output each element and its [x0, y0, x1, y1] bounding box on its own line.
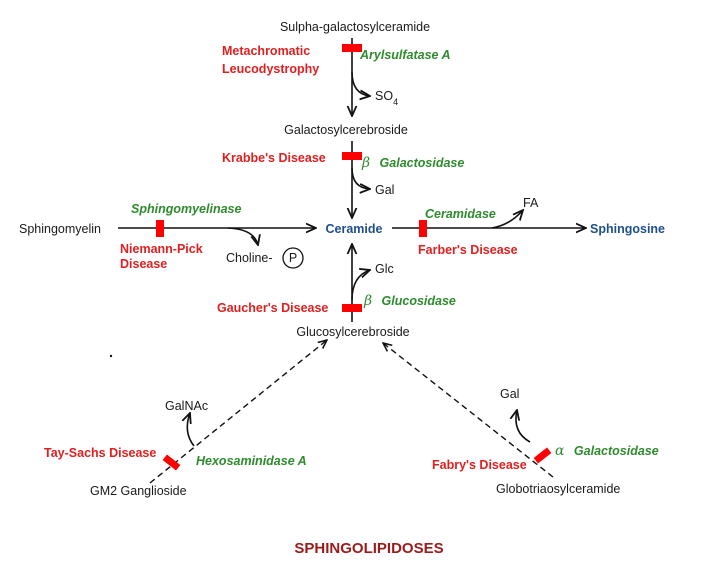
- ceramide-label: Ceramide: [326, 222, 383, 236]
- gm2-to-glucocer-dashed-arrow: [149, 340, 327, 484]
- tay-sachs-block: [162, 454, 181, 471]
- globotriaosylceramide-label: Globotriaosylceramide: [496, 482, 620, 496]
- gm2-ganglioside-label: GM2 Ganglioside: [90, 484, 187, 498]
- fabry-disease-label: Fabry's Disease: [432, 458, 527, 472]
- niemann-pick-block: [156, 220, 164, 237]
- glc-release-arrow: [351, 270, 370, 301]
- beta-glucosidase-label: β Glucosidase: [363, 292, 456, 309]
- gal-release-arrow-2: [516, 410, 531, 443]
- fabry-block: [533, 447, 552, 464]
- phosphate-circle: [282, 247, 304, 269]
- gaucher-block: [342, 304, 362, 312]
- tay-sachs-disease-label: Tay-Sachs Disease: [44, 446, 156, 460]
- niemann-pick-disease-label: Niemann-Pick Disease: [120, 242, 206, 271]
- gaucher-disease-label: Gaucher's Disease: [217, 301, 328, 315]
- gal-label-1: Gal: [375, 183, 394, 197]
- metachromatic-block: [342, 44, 362, 52]
- arylsulfatase-a-label: Arylsulfatase A: [359, 48, 451, 62]
- krabbe-block: [342, 152, 362, 160]
- so4-release-arrow: [351, 71, 370, 96]
- sphingomyelin-label: Sphingomyelin: [19, 222, 101, 236]
- so4-label: SO4: [375, 89, 398, 107]
- ceramidase-label: Ceramidase: [425, 207, 496, 221]
- galnac-label: GalNAc: [165, 399, 208, 413]
- beta-galactosidase-label: β Galactosidase: [361, 154, 464, 171]
- galactosylcerebroside-label: Galactosylcerebroside: [284, 123, 408, 137]
- globo-to-glucocer-dashed-arrow: [383, 343, 554, 478]
- sphingosine-label: Sphingosine: [590, 222, 665, 236]
- fa-label: FA: [523, 196, 539, 210]
- galnac-release-arrow: [187, 413, 195, 447]
- gal-release-arrow-1: [351, 167, 370, 189]
- glucosylcerebroside-label: Glucosylcerebroside: [296, 325, 409, 339]
- fa-release-arrow: [491, 210, 523, 229]
- sphingomyelinase-label: Sphingomyelinase: [131, 202, 241, 216]
- farber-block: [419, 220, 427, 237]
- diagram-title: SPHINGOLIPIDOSES: [294, 540, 443, 557]
- sulpha-galactosylceramide-label: Sulpha-galactosylceramide: [280, 20, 430, 34]
- glc-label: Glc: [375, 262, 394, 276]
- choline-label: Choline-: [226, 251, 273, 265]
- phosphate-label: P: [289, 251, 297, 265]
- choline-release-arrow: [227, 227, 258, 245]
- stray-dot: [109, 354, 113, 358]
- gal-label-2: Gal: [500, 387, 519, 401]
- metachromatic-leucodystrophy-label: Metachromatic Leucodystrophy: [222, 44, 319, 76]
- farber-disease-label: Farber's Disease: [418, 243, 518, 257]
- alpha-galactosidase-label: α Galactosidase: [555, 442, 659, 459]
- hexosaminidase-a-label: Hexosaminidase A: [196, 454, 307, 468]
- krabbe-disease-label: Krabbe's Disease: [222, 151, 326, 165]
